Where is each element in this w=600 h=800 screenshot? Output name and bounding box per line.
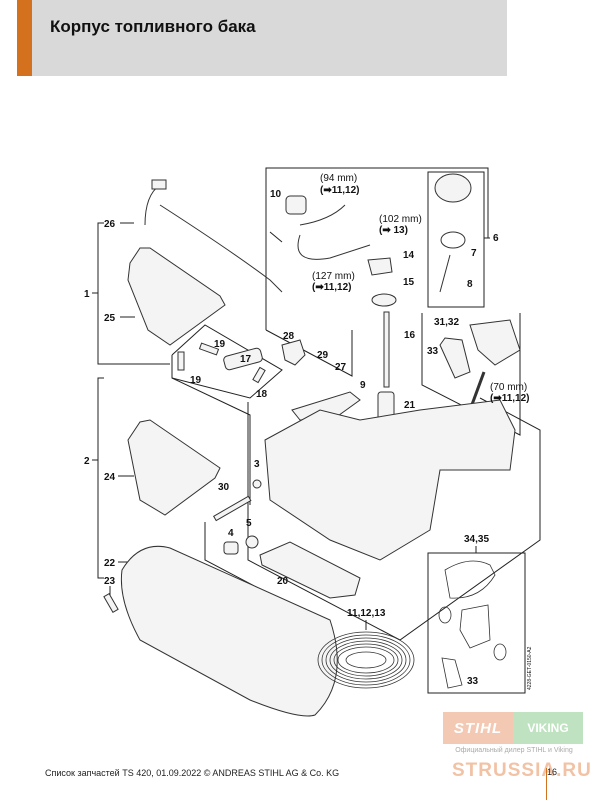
callout-33-kit: 33 — [467, 676, 479, 687]
callout-8: 8 — [467, 279, 473, 290]
callout-10: 10 — [270, 189, 282, 200]
hose-127-ref: (➡11,12) — [312, 282, 352, 293]
seal-ring-a — [438, 606, 452, 624]
callout-4: 4 — [228, 528, 234, 539]
callout-14: 14 — [403, 250, 415, 261]
part-5-ring — [245, 535, 259, 549]
callout-20: 20 — [277, 576, 289, 587]
fuel-tank-housing — [264, 399, 516, 561]
part-25-guard — [127, 247, 226, 346]
bolts-frame — [171, 324, 283, 399]
part-34-gasket — [444, 560, 496, 599]
callout-30: 30 — [218, 482, 230, 493]
callout-15: 15 — [403, 277, 415, 288]
hose-70-ref: (➡11,12) — [490, 393, 530, 404]
callout-25: 25 — [104, 313, 116, 324]
part-14-valve — [367, 257, 393, 276]
callout-3: 3 — [254, 459, 260, 470]
hose-group-frame — [265, 167, 489, 330]
dealer-logo: STIHL VIKING — [443, 712, 583, 744]
part-26-connector — [151, 179, 167, 190]
gasket-kit-box — [427, 552, 526, 694]
part-9-plate — [291, 391, 361, 421]
dealer-text: Официальный дилер STIHL и Viking — [455, 747, 573, 754]
callout-11-12-13: 11,12,13 — [347, 608, 386, 619]
callout-9: 9 — [360, 380, 366, 391]
part-16-hose — [383, 311, 390, 388]
part-15-grommet — [371, 293, 397, 307]
callout-24: 24 — [104, 472, 116, 483]
hose-94-ref: (➡11,12) — [320, 185, 360, 196]
part-7-ring — [440, 231, 466, 249]
header-accent-stripe — [17, 0, 32, 76]
dealer-site: STRUSSIA.RU — [452, 760, 592, 781]
hose-94-length: (94 mm) — [320, 173, 357, 184]
part-11-12-13-coil — [317, 631, 415, 689]
callout-1: 1 — [84, 289, 90, 300]
callout-18: 18 — [256, 389, 268, 400]
part-carburetor — [469, 319, 521, 366]
part-35-gasket — [459, 604, 491, 649]
callout-26: 26 — [104, 219, 116, 230]
callout-28: 28 — [283, 331, 295, 342]
callout-17: 17 — [240, 354, 252, 365]
part-6-cap — [434, 173, 472, 203]
callout-5: 5 — [246, 518, 252, 529]
part-19-screw-b — [177, 351, 185, 371]
viking-logo: VIKING — [513, 712, 583, 744]
callout-29: 29 — [317, 350, 329, 361]
callout-19a: 19 — [214, 339, 226, 350]
part-22-cover — [120, 545, 338, 717]
callout-23: 23 — [104, 576, 116, 587]
part-23-screw — [103, 593, 119, 613]
part-33-gasket — [439, 337, 471, 379]
hose-102-ref: (➡ 13) — [379, 225, 408, 236]
part-24-guard — [127, 419, 221, 516]
part-8-rod — [439, 254, 451, 293]
part-30-bolt — [212, 495, 252, 522]
part-10-cap — [285, 195, 307, 215]
callout-7: 7 — [471, 248, 477, 259]
hose-127-length: (127 mm) — [312, 271, 355, 282]
tank-frame — [247, 397, 541, 641]
page-number-marker — [546, 768, 547, 800]
callout-27: 27 — [335, 362, 347, 373]
header-bar — [17, 0, 507, 76]
part-19-screw-a — [198, 342, 220, 356]
callout-33-carb: 33 — [427, 346, 439, 357]
footer-copyright: Список запчастей TS 420, 01.09.2022 © AN… — [45, 768, 340, 778]
part-28-lever — [281, 339, 306, 366]
callout-21: 21 — [404, 400, 416, 411]
hose-70-length: (70 mm) — [490, 382, 527, 393]
page-number: 16 — [547, 767, 558, 777]
callout-22: 22 — [104, 558, 116, 569]
callout-31-32: 31,32 — [434, 317, 459, 328]
callout-16: 16 — [404, 330, 416, 341]
part-3-plug — [252, 479, 262, 489]
callout-34-35: 34,35 — [464, 534, 489, 545]
part-hoses — [297, 204, 371, 260]
callout-2: 2 — [84, 456, 90, 467]
part-33-kit-gasket — [441, 657, 463, 689]
part-20-rail — [259, 541, 361, 599]
part-17-grip — [223, 347, 263, 371]
hose-102-length: (102 mm) — [379, 214, 422, 225]
drawing-code: 4228-GET-0150-A2 — [527, 646, 533, 690]
part-4-valve — [223, 541, 239, 555]
part6-box — [427, 171, 485, 308]
callout-6: 6 — [493, 233, 499, 244]
part-18-screw — [252, 366, 266, 384]
group-bracket-2 — [97, 377, 104, 579]
page-title: Корпус топливного бака — [50, 17, 256, 36]
seal-ring-b — [493, 643, 507, 661]
stihl-logo: STIHL — [443, 712, 513, 744]
callout-19b: 19 — [190, 375, 202, 386]
